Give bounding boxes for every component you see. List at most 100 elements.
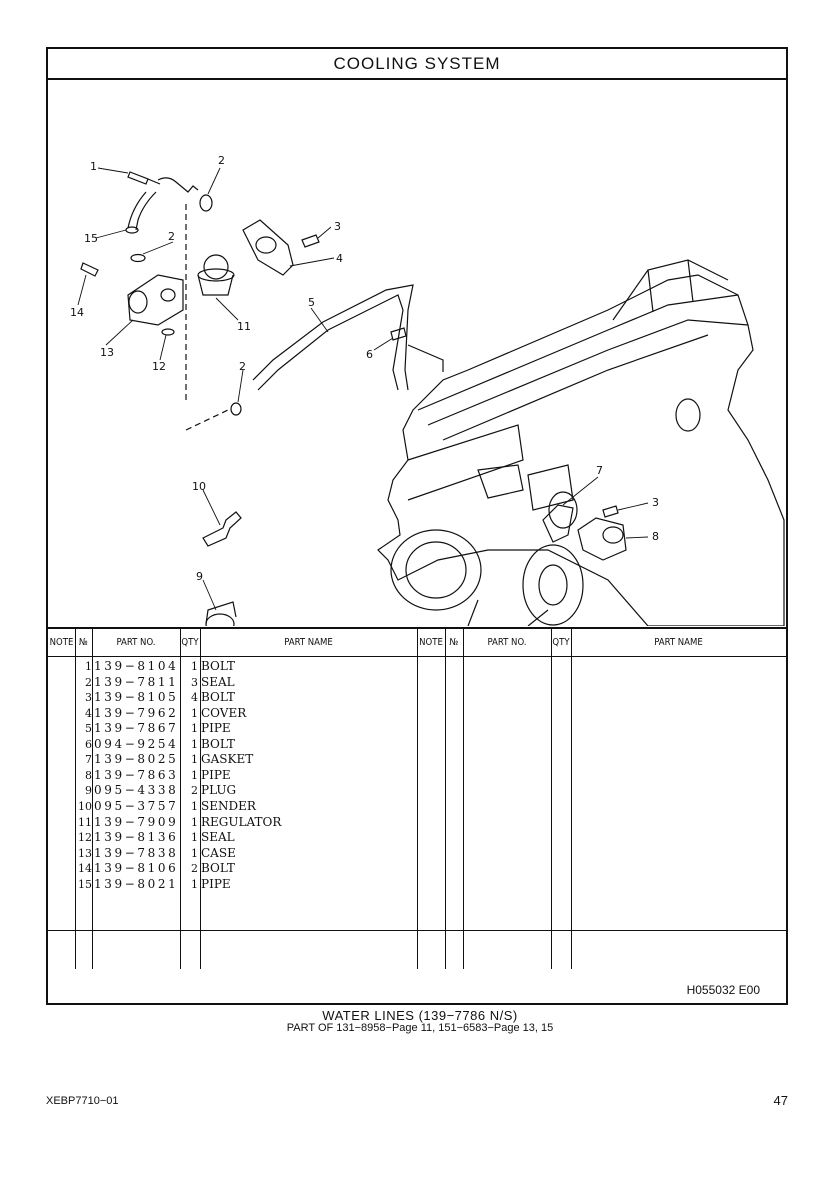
col-divider — [571, 629, 572, 969]
diagram-svg: 1 2 15 2 3 4 14 13 11 12 5 6 2 7 3 8 10 … — [70, 154, 785, 635]
section-title: COOLING SYSTEM — [48, 49, 786, 80]
callout-6: 6 — [366, 348, 373, 361]
part-number: 139−8106 — [94, 861, 179, 876]
part-number: 139−8025 — [94, 752, 179, 767]
quantity: 1 — [191, 753, 198, 767]
quantity: 4 — [191, 691, 198, 705]
header-note-2: NOTE — [419, 637, 443, 648]
quantity: 2 — [191, 784, 198, 798]
quantity: 1 — [191, 815, 198, 829]
callout-3a: 3 — [334, 220, 341, 233]
part-name: CASE — [201, 845, 236, 860]
callout-3b: 3 — [652, 496, 659, 509]
quantity: 1 — [191, 768, 198, 782]
part-name: PIPE — [201, 876, 231, 891]
row-number: 11 — [78, 815, 92, 829]
row-number: 15 — [78, 877, 92, 891]
page-number: 47 — [773, 1093, 788, 1108]
part-name: BOLT — [201, 736, 235, 751]
callout-9: 9 — [196, 570, 203, 583]
row-number: 1 — [85, 660, 92, 673]
subcaption: PART OF 131−8958−Page 11, 151−6583−Page … — [286, 1022, 554, 1034]
part-name: SENDER — [201, 798, 256, 813]
col-divider — [551, 629, 552, 969]
part-name: PIPE — [201, 721, 231, 736]
parts-table: NOTE № PART NO. QTY PART NAME NOTE № PAR… — [48, 627, 786, 969]
quantity: 2 — [191, 862, 198, 876]
callout-1: 1 — [90, 160, 97, 173]
part-number: 094−9254 — [94, 736, 179, 751]
col-divider — [445, 629, 446, 969]
callout-14: 14 — [70, 306, 84, 319]
quantity: 1 — [191, 706, 198, 720]
part-number: 095−3757 — [94, 798, 179, 813]
part-name: COVER — [201, 705, 247, 720]
row-number: 10 — [78, 799, 92, 813]
callout-2a: 2 — [218, 154, 225, 167]
row-number: 14 — [78, 862, 92, 876]
callout-15: 15 — [84, 232, 98, 245]
quantity: 1 — [191, 846, 198, 860]
col-divider — [200, 629, 201, 969]
row-number: 2 — [85, 675, 92, 689]
callout-8: 8 — [652, 530, 659, 543]
col-divider — [180, 629, 181, 969]
row-number: 12 — [78, 831, 92, 845]
callout-7: 7 — [596, 464, 603, 477]
part-number: 139−7909 — [94, 814, 179, 829]
part-number: 139−8136 — [94, 830, 179, 845]
col-divider — [92, 629, 93, 969]
header-part-name-2: PART NAME — [654, 637, 703, 648]
part-name: BOLT — [201, 861, 235, 876]
part-number: 139−8105 — [94, 690, 179, 705]
header-no-2: № — [449, 637, 459, 648]
quantity: 1 — [191, 877, 198, 891]
row-number: 8 — [85, 768, 92, 782]
engine-illustration — [377, 259, 785, 627]
part-number: 139−7962 — [94, 705, 179, 720]
header-note: NOTE — [49, 637, 74, 648]
row-number: 13 — [78, 846, 92, 860]
part-number: 139−7863 — [94, 767, 179, 782]
callout-12: 12 — [152, 360, 166, 373]
part-number: 139−7838 — [94, 845, 179, 860]
col-divider — [463, 629, 464, 969]
caption: WATER LINES (139−7786 N/S) — [322, 1008, 518, 1023]
catalog-frame: COOLING SYSTEM — [46, 47, 788, 1005]
part-name: REGULATOR — [201, 814, 282, 829]
callout-2b: 2 — [168, 230, 175, 243]
header-no: № — [79, 637, 88, 648]
callout-numbers: 1 2 15 2 3 4 14 13 11 12 5 6 2 7 3 8 10 … — [70, 154, 659, 583]
header-part-no-2: PART NO. — [487, 637, 527, 648]
col-divider — [75, 629, 76, 969]
part-name: BOLT — [201, 659, 235, 673]
callout-4: 4 — [336, 252, 343, 265]
callout-11: 11 — [237, 320, 251, 333]
callout-2c: 2 — [239, 360, 246, 373]
row-number: 4 — [85, 706, 92, 720]
header-qty-2: QTY — [552, 637, 570, 648]
row-number: 9 — [85, 784, 92, 798]
part-number: 139−8104 — [94, 659, 179, 673]
part-name: PIPE — [201, 767, 231, 782]
callout-13: 13 — [100, 346, 114, 359]
callout-10: 10 — [192, 480, 206, 493]
row-number: 5 — [85, 722, 92, 736]
part-number: 139−7867 — [94, 721, 179, 736]
header-part-name: PART NAME — [284, 637, 333, 648]
part-number: 095−4338 — [94, 783, 179, 798]
quantity: 1 — [191, 722, 198, 736]
quantity: 3 — [191, 675, 198, 689]
